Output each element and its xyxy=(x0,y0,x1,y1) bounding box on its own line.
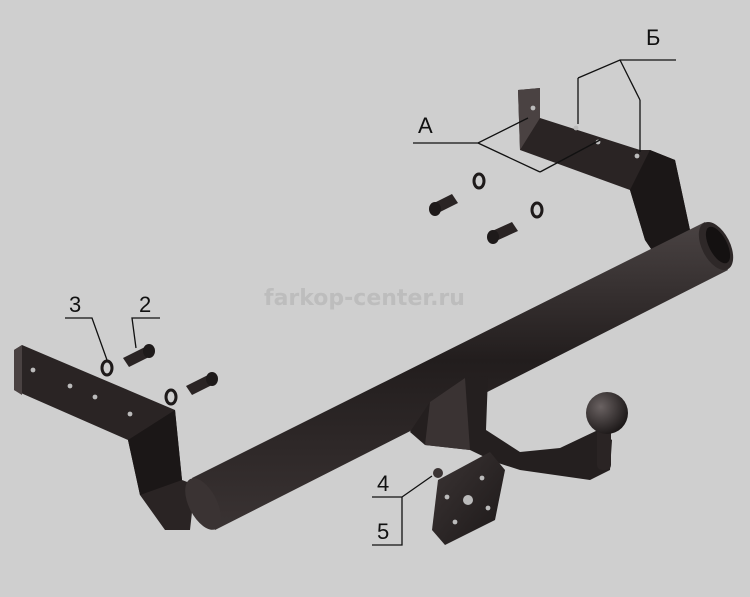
hole xyxy=(463,495,473,505)
watermark: farkop-center.ru xyxy=(264,286,465,311)
hole xyxy=(127,411,133,417)
callout-4: 4 xyxy=(377,471,389,496)
hole xyxy=(452,519,458,525)
callout-b: Б xyxy=(646,25,660,50)
leader-lines xyxy=(65,59,676,546)
callout-3: 3 xyxy=(69,292,81,317)
hole xyxy=(444,494,450,500)
bolt-lower-right xyxy=(487,222,518,244)
cross-tube xyxy=(185,221,734,530)
socket-plate xyxy=(432,452,505,545)
bolt-lower-left xyxy=(186,372,218,395)
right-bracket xyxy=(518,88,690,262)
hole xyxy=(67,383,73,389)
left-bracket xyxy=(14,345,195,530)
hole xyxy=(485,505,491,511)
hole xyxy=(573,125,579,131)
washer xyxy=(530,201,544,219)
hole xyxy=(634,153,640,159)
bolt-upper-right xyxy=(429,194,458,216)
bolt-upper-left xyxy=(123,344,155,367)
hole xyxy=(30,367,36,373)
washer xyxy=(164,388,178,406)
hole xyxy=(479,475,485,481)
nut xyxy=(433,468,443,478)
hole xyxy=(530,105,536,111)
hole xyxy=(92,394,98,400)
callout-a: А xyxy=(418,113,433,138)
callout-5: 5 xyxy=(377,519,389,544)
washer xyxy=(472,172,486,190)
hitch-assembly xyxy=(410,376,628,480)
callout-2: 2 xyxy=(139,292,151,317)
washer xyxy=(100,359,114,377)
tow-ball xyxy=(586,392,628,434)
